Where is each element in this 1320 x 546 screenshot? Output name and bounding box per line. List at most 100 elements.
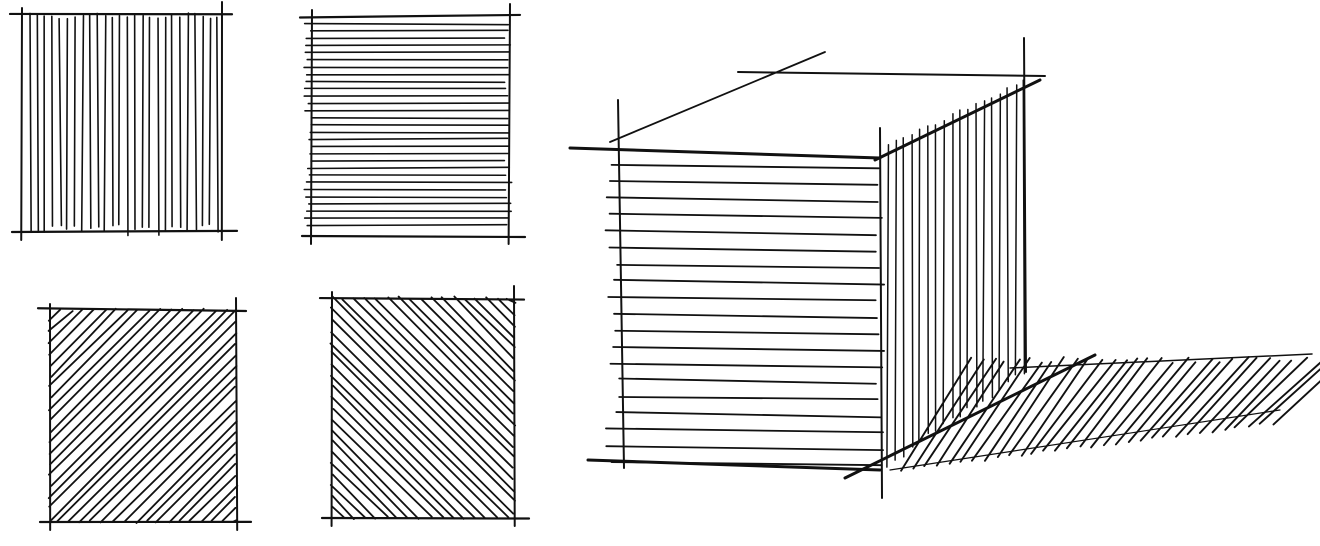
hatch-stroke [975, 102, 978, 408]
hatch-stroke [612, 346, 885, 352]
hatch-stroke [615, 411, 883, 419]
hatch-stroke [605, 427, 884, 434]
hatch-stroke [918, 128, 921, 441]
hatch-stroke [473, 297, 516, 339]
hatch-stroke [1224, 359, 1293, 431]
hatch-stroke [1258, 368, 1320, 425]
hatch-stroke [49, 307, 205, 466]
hatch-stroke [329, 484, 366, 519]
hatch-stroke [959, 357, 1031, 463]
diagonal-left-hatch-square [318, 285, 531, 527]
hatch-stroke [332, 384, 465, 520]
hatch-stroke [135, 420, 238, 524]
hatch-stroke [51, 15, 54, 227]
hatch-stroke [36, 13, 40, 233]
hatch-stroke [305, 196, 508, 199]
hatch-stroke [170, 14, 173, 228]
hatch-stroke [1198, 357, 1272, 434]
hatch-stroke [186, 12, 190, 232]
hatch-stroke [440, 296, 515, 373]
hatch-stroke [1211, 359, 1281, 434]
hatch-stroke [613, 312, 878, 319]
hatch-stroke [923, 357, 997, 467]
hatch-stroke [48, 309, 195, 455]
hatch-stroke [73, 16, 76, 227]
hatch-stroke [178, 16, 182, 229]
hatch-stroke [331, 318, 516, 502]
hatch-stroke [148, 16, 151, 229]
hatch-stroke [201, 15, 205, 227]
hatch-stroke [48, 309, 129, 387]
hatch-stroke [55, 343, 236, 523]
hatch-stroke [1065, 357, 1139, 450]
hatch-stroke [998, 93, 1002, 392]
hatch-stroke [1175, 356, 1250, 438]
hatch-stroke [305, 44, 512, 47]
hatch-stroke [607, 296, 877, 302]
hatch-stroke [47, 308, 84, 345]
hatch-stroke [331, 439, 409, 519]
hatch-stroke [485, 296, 516, 328]
hatch-stroke [911, 133, 914, 448]
hatch-stroke [49, 308, 108, 368]
hatch-stroke [1042, 359, 1117, 452]
hatch-stroke [1006, 87, 1009, 383]
hatch-stroke [505, 297, 517, 304]
hatch-stroke [99, 385, 236, 524]
hatch-stroke [29, 12, 32, 232]
hatch-stroke [996, 356, 1065, 458]
hatch-stroke [141, 14, 144, 228]
hatch-stroke [1022, 79, 1026, 375]
hatch-stroke [331, 295, 514, 480]
hatch-stroke [453, 295, 515, 360]
frame-edge [320, 516, 531, 520]
hatch-stroke [608, 212, 883, 219]
cube-edge [873, 78, 1042, 162]
hatch-stroke [221, 506, 237, 522]
hatch-stroke [420, 298, 515, 392]
hatch-stroke [78, 365, 238, 524]
hatch-stroke [305, 80, 506, 84]
hatch-stroke [306, 223, 508, 227]
hatch-stroke [47, 309, 237, 500]
hatch-stroke [618, 377, 877, 385]
hatch-stroke [990, 97, 994, 399]
cube-edge [879, 127, 883, 499]
hatch-stroke [1102, 361, 1174, 447]
hatch-stroke [605, 445, 884, 452]
cube-edge [737, 71, 1046, 77]
hatch-stroke [900, 356, 973, 472]
hatch-stroke [332, 407, 445, 519]
cube-edge [568, 146, 882, 160]
hatch-stroke [330, 350, 498, 519]
hatch-stroke [146, 431, 237, 522]
hatch-stroke [88, 13, 92, 230]
cube-shadow [843, 353, 1320, 480]
hatch-stroke [303, 22, 510, 26]
hatch-stroke [1054, 359, 1129, 452]
hatch-stroke [50, 308, 228, 487]
hatch-stroke [210, 496, 236, 522]
hatch-stroke [330, 363, 486, 519]
hatch-stroke [330, 395, 456, 520]
hatch-stroke [886, 144, 890, 468]
hatch-stroke [610, 461, 883, 467]
hatch-stroke [605, 196, 879, 203]
hatch-stroke [309, 131, 510, 134]
hatch-stroke [935, 360, 1005, 467]
hatch-stroke [330, 450, 398, 519]
hatch-stroke [397, 295, 514, 415]
shadow-edge [843, 353, 1097, 480]
hatch-stroke [1014, 84, 1018, 376]
hatch-stroke [50, 332, 238, 521]
hatch-stroke [982, 100, 986, 402]
hatch-stroke [47, 310, 74, 332]
frame-edge [298, 13, 522, 19]
hatch-stroke [330, 505, 345, 519]
hatch-stroke [387, 296, 517, 427]
hatch-stroke [971, 361, 1043, 462]
hatch-stroke [330, 374, 477, 520]
hatch-stroke [48, 308, 95, 356]
hatch-stroke [1114, 356, 1190, 446]
hatch-stroke [609, 362, 884, 369]
